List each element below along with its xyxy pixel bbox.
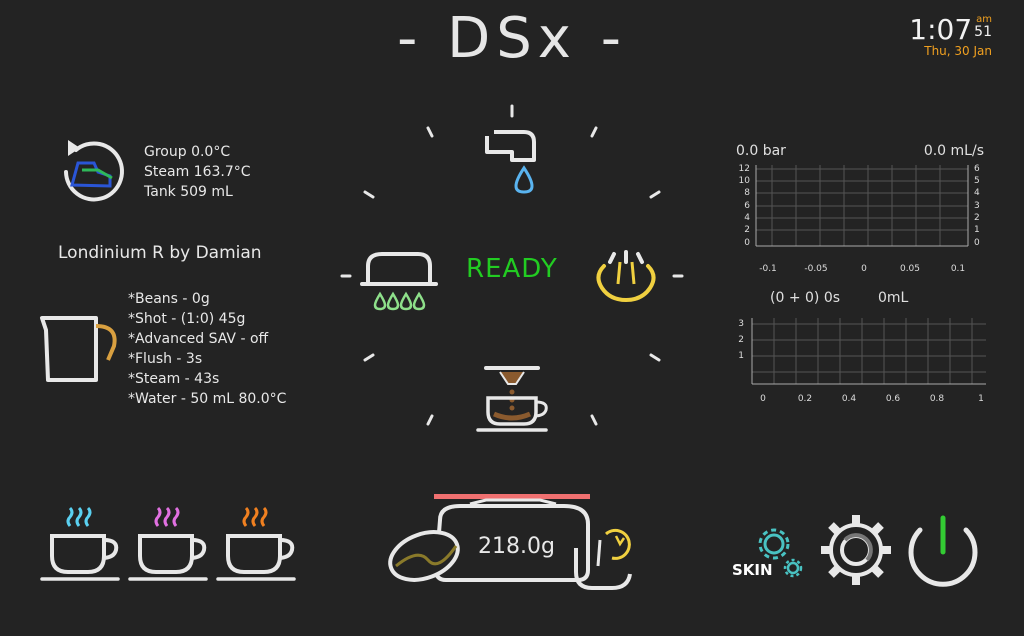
milk-pitcher-icon[interactable] bbox=[40, 316, 117, 382]
power-icon[interactable] bbox=[908, 515, 978, 587]
clock-seconds: 51 bbox=[974, 24, 992, 40]
recipe-list: *Beans - 0g *Shot - (1:0) 45g *Advanced … bbox=[128, 289, 286, 409]
machine-refresh-icon[interactable] bbox=[64, 140, 124, 202]
recipe-shot[interactable]: *Shot - (1:0) 45g bbox=[128, 311, 246, 327]
y2-tick: 1 bbox=[974, 225, 980, 235]
y-tick: 8 bbox=[744, 188, 750, 198]
y-tick: 0 bbox=[744, 238, 750, 248]
y2-tick: 3 bbox=[974, 201, 980, 211]
faucet-icon[interactable] bbox=[485, 130, 536, 194]
volume-graph bbox=[751, 318, 986, 385]
app-title: - DSx - bbox=[397, 6, 627, 71]
skin-gear-icon[interactable] bbox=[758, 528, 803, 578]
y-tick: 4 bbox=[744, 213, 750, 223]
scale-widget[interactable] bbox=[433, 494, 590, 582]
cup-favorite-3-icon[interactable] bbox=[216, 506, 296, 581]
scale-weight: 218.0g bbox=[478, 534, 555, 559]
volume-readout: 0mL bbox=[878, 290, 909, 306]
x-tick: 0 bbox=[861, 264, 867, 274]
x-tick: -0.1 bbox=[759, 264, 777, 274]
profile-name[interactable]: Londinium R by Damian bbox=[58, 243, 262, 263]
y2-tick: 4 bbox=[974, 188, 980, 198]
clock-ampm: am bbox=[976, 14, 992, 25]
recipe-water[interactable]: *Water - 50 mL 80.0°C bbox=[128, 391, 287, 407]
x-tick: 0.2 bbox=[797, 394, 813, 404]
y2-tick: 6 bbox=[974, 164, 980, 174]
pressure-readout: 0.0 bar bbox=[736, 143, 786, 159]
y-tick: 3 bbox=[738, 319, 744, 329]
y2-tick: 0 bbox=[974, 238, 980, 248]
x-tick: -0.05 bbox=[804, 264, 828, 274]
y-tick: 10 bbox=[738, 176, 750, 186]
clock-time: 1:07 bbox=[909, 13, 973, 46]
skin-button-label[interactable]: SKIN bbox=[732, 561, 773, 579]
coffee-bean-icon[interactable] bbox=[384, 523, 465, 588]
y-tick: 2 bbox=[738, 335, 744, 345]
shot-summary: (0 + 0) 0s bbox=[770, 290, 841, 306]
clock-date: Thu, 30 Jan bbox=[924, 44, 992, 58]
dial-ticks bbox=[340, 104, 684, 426]
y-tick: 12 bbox=[738, 164, 750, 174]
x-tick: 0.05 bbox=[899, 264, 921, 274]
y2-tick: 2 bbox=[974, 213, 980, 223]
steam-wand-icon[interactable] bbox=[596, 250, 656, 303]
scale-tare-icon[interactable] bbox=[574, 528, 632, 590]
recipe-beans[interactable]: *Beans - 0g bbox=[128, 291, 210, 307]
showerhead-icon[interactable] bbox=[360, 252, 438, 311]
x-tick: 1 bbox=[978, 394, 984, 404]
x-tick: 0.6 bbox=[885, 394, 901, 404]
recipe-sav[interactable]: *Advanced SAV - off bbox=[128, 331, 269, 347]
steam-temp: Steam 163.7°C bbox=[144, 164, 251, 180]
tank-level: Tank 509 mL bbox=[144, 184, 233, 200]
y-tick: 6 bbox=[744, 201, 750, 211]
y-tick: 1 bbox=[738, 351, 744, 361]
x-tick: 0.1 bbox=[950, 264, 966, 274]
y2-tick: 5 bbox=[974, 176, 980, 186]
machine-status: Group 0.0°C Steam 163.7°C Tank 509 mL bbox=[144, 142, 251, 202]
pressure-flow-graph bbox=[755, 165, 969, 247]
flow-readout: 0.0 mL/s bbox=[923, 143, 984, 159]
espresso-cup-icon[interactable] bbox=[476, 366, 548, 432]
cup-favorite-2-icon[interactable] bbox=[128, 506, 208, 581]
recipe-flush[interactable]: *Flush - 3s bbox=[128, 351, 203, 367]
gear-icon[interactable] bbox=[821, 515, 891, 585]
x-tick: 0.4 bbox=[841, 394, 857, 404]
recipe-steam[interactable]: *Steam - 43s bbox=[128, 371, 220, 387]
x-tick: 0 bbox=[760, 394, 766, 404]
x-tick: 0.8 bbox=[929, 394, 945, 404]
cup-favorite-1-icon[interactable] bbox=[40, 506, 120, 581]
group-temp: Group 0.0°C bbox=[144, 144, 231, 160]
machine-state: READY bbox=[466, 254, 558, 284]
y-tick: 2 bbox=[744, 225, 750, 235]
